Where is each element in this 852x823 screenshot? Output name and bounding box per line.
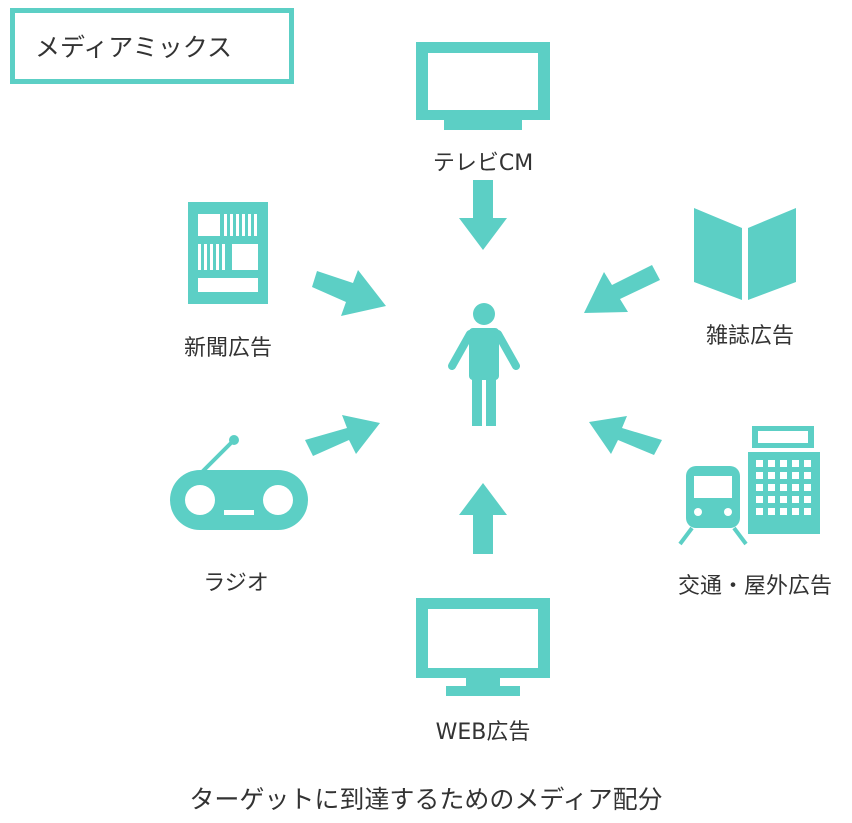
arrow-magazine	[584, 265, 660, 313]
label-transit: 交通・屋外広告	[677, 574, 833, 599]
diagram-title: メディアミックス	[35, 33, 233, 62]
arrow-transit	[589, 416, 662, 455]
arrow-newspaper	[312, 270, 386, 316]
label-web: WEB広告	[435, 720, 531, 745]
label-radio: ラジオ	[203, 571, 269, 596]
diagram-caption: ターゲットに到達するためのメディア配分	[189, 785, 663, 814]
newspaper-icon	[188, 202, 268, 304]
person-icon	[448, 303, 520, 426]
title-box: メディアミックス	[10, 8, 294, 84]
monitor-icon	[416, 598, 550, 696]
magazine-icon	[694, 208, 796, 300]
label-newspaper: 新聞広告	[183, 336, 273, 361]
arrow-radio	[305, 415, 380, 456]
arrow-web	[459, 483, 507, 554]
tv-icon	[416, 42, 550, 130]
radio-icon	[170, 435, 308, 530]
arrow-tv	[459, 180, 507, 250]
label-tv: テレビCM	[432, 151, 534, 176]
label-magazine: 雑誌広告	[705, 324, 795, 349]
train-building-icon	[678, 426, 820, 546]
